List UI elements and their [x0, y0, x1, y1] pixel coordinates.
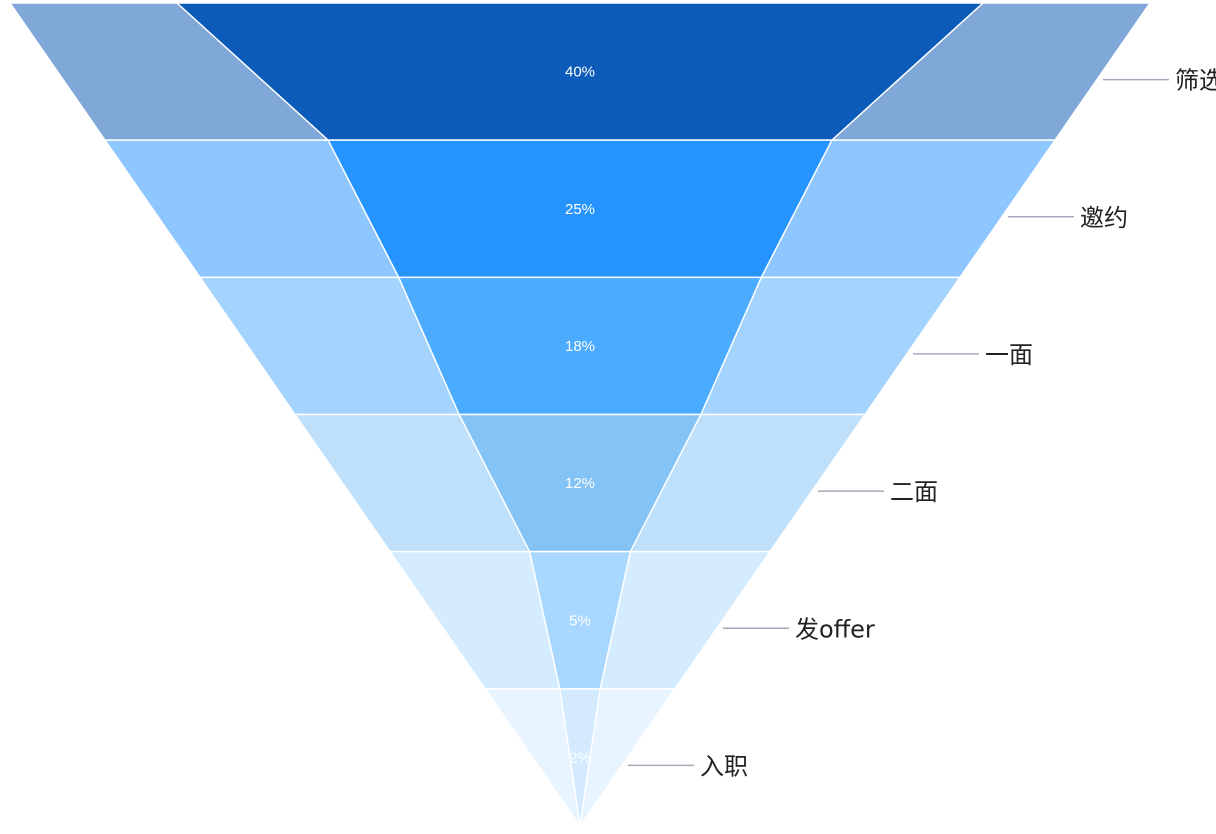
percent-label-4: 12%	[565, 475, 595, 492]
stage-label-2: 邀约	[1080, 204, 1128, 232]
funnel-inner-segment-6	[558, 688, 602, 827]
stage-label-5: 发offer	[795, 615, 875, 643]
label-layer: 40% 筛选 25% 邀约 18% 一面 12% 二面 5% 发offer 2% 入职	[565, 64, 1216, 781]
percent-label-1: 40%	[565, 64, 595, 81]
percent-label-6: 2%	[569, 749, 591, 766]
stage-label-4: 二面	[890, 478, 938, 506]
stage-label-6: 入职	[700, 752, 748, 780]
stage-label-3: 一面	[985, 341, 1033, 369]
stage-label-1: 筛选	[1175, 67, 1216, 95]
inner-funnel-layer	[175, 2, 985, 827]
percent-label-3: 18%	[565, 338, 595, 355]
percent-label-5: 5%	[569, 612, 591, 629]
percent-label-2: 25%	[565, 201, 595, 218]
